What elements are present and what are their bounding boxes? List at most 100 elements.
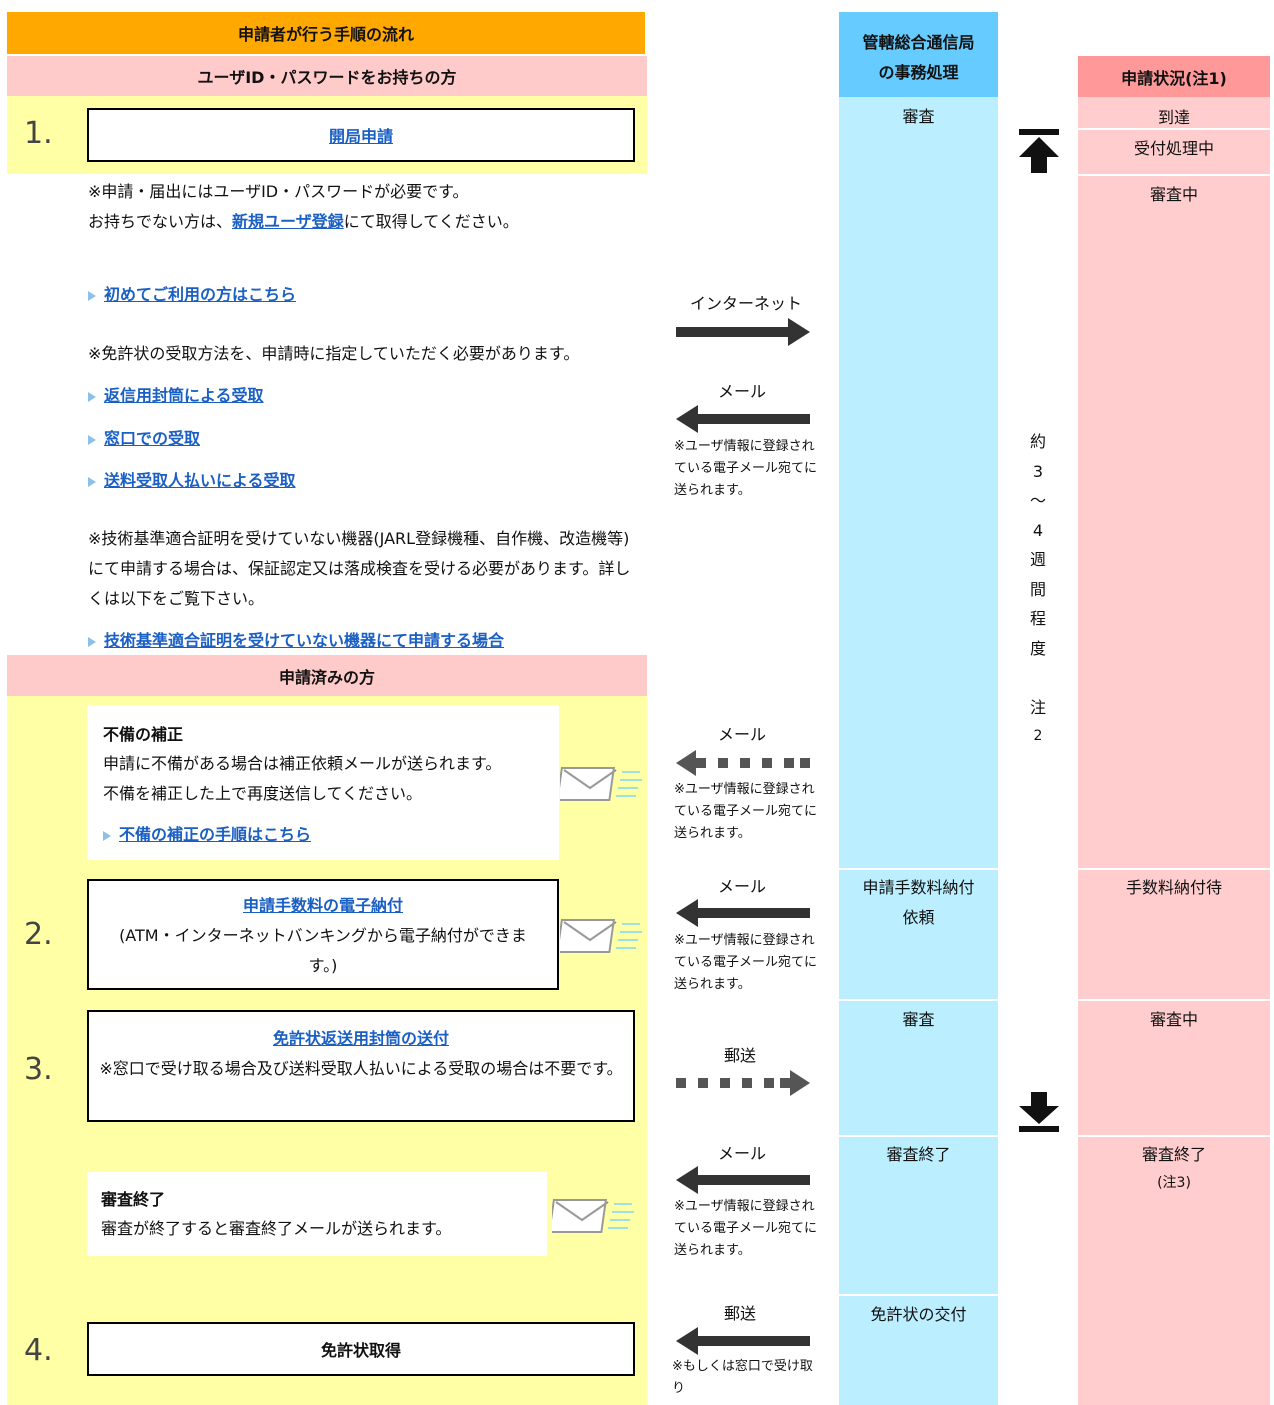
step2-fee-link[interactable]: 申請手数料の電子納付 — [242, 896, 403, 915]
defect-box: 不備の補正 申請に不備がある場合は補正依頼メールが送られます。 不備を補正した上… — [87, 705, 559, 860]
review-end-text: 審査が終了すると審査終了メールが送られます。 — [101, 1219, 452, 1238]
receive-link-cod[interactable]: 送料受取人払いによる受取 — [104, 471, 296, 490]
mail-note: ※ユーザ情報に登録されている電子メール宛てに送られます。 — [674, 782, 818, 841]
defect-text1: 申請に不備がある場合は補正依頼メールが送られます。 — [103, 754, 502, 773]
need-id-line1: ※申請・届出にはユーザID・パスワードが必要です。 — [88, 182, 469, 201]
duration-char: 程 — [1029, 609, 1046, 628]
arrow-left-icon — [676, 899, 810, 927]
review-end-box: 審査終了 審査が終了すると審査終了メールが送られます。 — [87, 1172, 547, 1256]
post-label: 郵送 — [724, 1046, 757, 1065]
need-id-text-a: お持ちでない方は、 — [88, 212, 233, 231]
bureau-title-2: の事務処理 — [878, 63, 959, 82]
bureau-fee-request-2: 依頼 — [902, 908, 935, 927]
arrow-left-icon — [676, 1327, 810, 1355]
receive-note: ※免許状の受取方法を、申請時に指定していただく必要があります。 — [88, 344, 580, 363]
need-id-text-b: にて取得してください。 — [343, 212, 519, 231]
status-receiving: 受付処理中 — [1133, 139, 1214, 158]
defect-title: 不備の補正 — [103, 725, 184, 744]
bureau-review: 審査 — [902, 107, 935, 126]
applicant-flow-header: 申請者が行う手順の流れ — [7, 12, 645, 54]
section-applied-header: 申請済みの方 — [7, 655, 647, 696]
duration-char: 約 — [1029, 432, 1046, 451]
mail-note: ※ユーザ情報に登録されている電子メール宛てに送られます。 — [674, 439, 818, 498]
tech-link[interactable]: 技術基準適合証明を受けていない機器にて申請する場合 — [104, 631, 505, 650]
bureau-fee-request-1: 申請手数料納付 — [862, 878, 975, 897]
status-header: 申請状況(注1) — [1078, 56, 1270, 97]
step2-box: 申請手数料の電子納付 (ATM・インターネットバンキングから電子納付ができます。… — [87, 879, 559, 990]
duration-char: 注 — [1029, 697, 1046, 717]
status-review-end-note: (注3) — [1157, 1175, 1191, 1191]
arrow-down-bar-icon — [1019, 1092, 1059, 1132]
status-arrived: 到達 — [1157, 108, 1190, 127]
duration-char: 3 — [1032, 461, 1044, 481]
mail-envelope-icon — [560, 767, 642, 801]
duration-char: 週 — [1029, 550, 1046, 569]
receive-link-window[interactable]: 窓口での受取 — [104, 429, 201, 448]
mail-note: ※ユーザ情報に登録されている電子メール宛てに送られます。 — [674, 1199, 818, 1258]
step1-apply-link[interactable]: 開局申請 — [328, 127, 393, 146]
section-with-id-title: ユーザID・パスワードをお持ちの方 — [197, 68, 457, 87]
tech-note: ※技術基準適合証明を受けていない機器(JARL登録機種、自作機、改造機等)にて申… — [88, 529, 631, 608]
status-divider — [1078, 174, 1270, 176]
duration-char: 〜 — [1029, 491, 1046, 510]
status-title: 申請状況(注1) — [1121, 68, 1227, 88]
bureau-column — [839, 97, 998, 1405]
section-with-id-header: ユーザID・パスワードをお持ちの方 — [7, 56, 647, 96]
step3-note: ※窓口で受け取る場合及び送料受取人払いによる受取の場合は不要です。 — [99, 1059, 623, 1078]
arrow-up-bar-icon — [1019, 129, 1059, 173]
bureau-divider — [839, 868, 998, 870]
new-user-register-link[interactable]: 新規ユーザ登録 — [232, 212, 344, 231]
duration-char: 2 — [1033, 728, 1043, 744]
post-note: ※もしくは窓口で受け取り — [672, 1359, 813, 1396]
defect-link-item: 不備の補正の手順はこちら — [103, 821, 559, 845]
status-review-end-1: 審査終了 — [1141, 1145, 1206, 1164]
mail-label: メール — [718, 725, 767, 744]
bureau-divider — [839, 999, 998, 1001]
bullet-triangle-icon — [88, 290, 96, 301]
first-time-item: 初めてご利用の方はこちら — [88, 281, 296, 305]
dashed-arrow-left-icon — [676, 750, 810, 776]
defect-text2: 不備を補正した上で再度送信してください。 — [103, 784, 423, 803]
step3-envelope-link[interactable]: 免許状返送用封筒の送付 — [272, 1029, 449, 1048]
need-id-line2: お持ちでない方は、新規ユーザ登録にて取得してください。 — [88, 208, 519, 232]
status-reviewing: 審査中 — [1149, 185, 1198, 204]
bureau-license-issue: 免許状の交付 — [870, 1305, 967, 1324]
status-reviewing-2: 審査中 — [1149, 1010, 1198, 1029]
step4-number: 4. — [24, 1333, 53, 1368]
receive-link-envelope[interactable]: 返信用封筒による受取 — [104, 386, 264, 405]
bullet-triangle-icon — [88, 636, 96, 647]
mail-label: メール — [718, 382, 767, 401]
bullet-triangle-icon — [103, 830, 111, 841]
bureau-review-end: 審査終了 — [886, 1145, 951, 1164]
defect-link[interactable]: 不備の補正の手順はこちら — [119, 825, 312, 844]
step4-box: 免許状取得 — [87, 1322, 635, 1376]
duration-char: 4 — [1032, 520, 1044, 540]
status-divider — [1078, 128, 1270, 130]
bureau-review-2: 審査 — [902, 1010, 935, 1029]
receive-item-2: 窓口での受取 — [88, 425, 200, 449]
step1-box: 開局申請 — [87, 108, 635, 162]
arrow-right-icon — [676, 318, 810, 346]
status-divider — [1078, 1135, 1270, 1137]
bullet-triangle-icon — [88, 391, 96, 402]
step4-label: 免許状取得 — [320, 1341, 401, 1360]
first-time-link[interactable]: 初めてご利用の方はこちら — [104, 285, 297, 304]
bullet-triangle-icon — [88, 434, 96, 445]
mail-envelope-icon — [560, 919, 642, 953]
section-applied-title: 申請済みの方 — [278, 667, 375, 687]
status-column — [1078, 97, 1270, 1405]
step3-number: 3. — [24, 1052, 53, 1087]
status-divider — [1078, 999, 1270, 1001]
status-divider — [1078, 868, 1270, 870]
bureau-header: 管轄総合通信局 の事務処理 — [839, 12, 998, 97]
duration-text: 約 3 〜 4 週 間 程 度 注 2 — [1018, 427, 1058, 752]
duration-char: 間 — [1029, 579, 1046, 599]
bureau-divider — [839, 1294, 998, 1296]
step1-number: 1. — [24, 116, 53, 151]
dashed-arrow-right-icon — [676, 1070, 810, 1096]
arrow-left-icon — [676, 1166, 810, 1194]
tech-item: 技術基準適合証明を受けていない機器にて申請する場合 — [88, 627, 504, 651]
applicant-flow-title: 申請者が行う手順の流れ — [237, 25, 414, 44]
step2-number: 2. — [24, 917, 53, 952]
receive-item-3: 送料受取人払いによる受取 — [88, 467, 296, 491]
